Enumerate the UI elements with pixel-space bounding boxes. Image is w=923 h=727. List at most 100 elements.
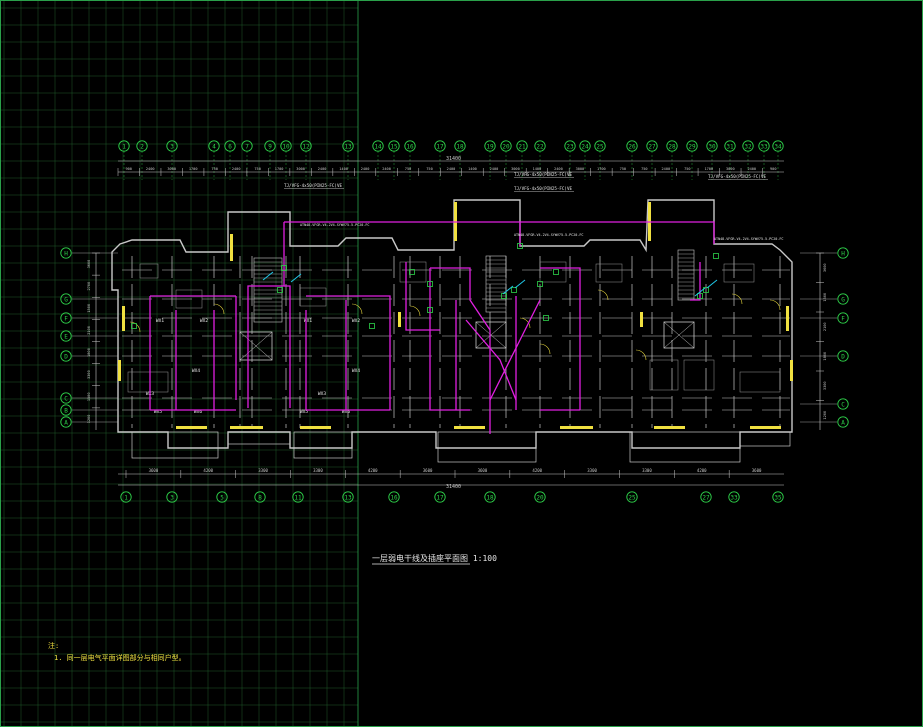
cable-label: TJ/VFG-4x50(PIN25-FC)VE xyxy=(284,183,342,188)
balcony xyxy=(293,431,353,459)
axis-label-left: F xyxy=(64,315,68,322)
dim-text-top: 2400 xyxy=(490,167,499,171)
axis-label-right: D xyxy=(841,353,845,360)
distribution-box xyxy=(502,285,514,295)
furniture xyxy=(127,371,169,393)
axis-bubble-bottom xyxy=(728,491,740,503)
cable-run xyxy=(465,319,517,401)
outlet-device xyxy=(281,265,287,271)
background-grid xyxy=(0,0,359,727)
window xyxy=(176,426,207,429)
trunk-label: ATN48-VFGR-V4-2V4-SYWV75-5-PC20-FC xyxy=(514,233,583,237)
elevator-cross xyxy=(663,321,695,349)
dim-text-right: 3300 xyxy=(823,381,827,390)
dim-text-top: 2400 xyxy=(232,167,241,171)
dim-text-right: 1500 xyxy=(823,293,827,302)
axis-label-bottom: 3 xyxy=(170,495,174,502)
axis-label-bottom: 27 xyxy=(702,495,710,502)
dim-text-left: 1500 xyxy=(87,304,91,313)
dim-text-left: 2100 xyxy=(87,326,91,335)
distribution-box xyxy=(290,273,302,283)
axis-bubble-bottom xyxy=(534,491,546,503)
dim-text-top: 750 xyxy=(641,167,648,171)
furniture xyxy=(299,287,327,307)
dim-text-top: 2400 xyxy=(361,167,370,171)
axis-label-bottom: 18 xyxy=(486,495,494,502)
balcony xyxy=(227,431,291,445)
outlet-device xyxy=(543,315,549,321)
dim-text-bottom: 3600 xyxy=(478,468,488,473)
elevator-shaft xyxy=(663,321,695,349)
window xyxy=(454,426,485,429)
axis-label-bottom: 11 xyxy=(294,495,302,502)
elevator-cross xyxy=(475,321,507,349)
axis-label-top: 17 xyxy=(436,144,444,151)
cable-label: TJ/VFG-4x50(PIN25-FC)VE xyxy=(514,172,572,177)
window xyxy=(118,360,121,381)
dim-text-left: 1500 xyxy=(87,392,91,401)
axis-label-top: 21 xyxy=(518,144,526,151)
axis-label-right: F xyxy=(841,315,845,322)
room-tag: WX6 xyxy=(342,409,350,415)
cable-run xyxy=(430,267,491,434)
axis-label-top: 28 xyxy=(668,144,676,151)
stair xyxy=(677,249,695,301)
room-tag: WX1 xyxy=(156,318,164,324)
dim-text-bottom: 4200 xyxy=(203,468,213,473)
dim-text-top: 2400 xyxy=(662,167,671,171)
axis-bubble-bottom xyxy=(254,491,266,503)
dim-text-right: 3600 xyxy=(823,263,827,272)
room-tag: WX2 xyxy=(200,318,208,324)
room-tag: WX6 xyxy=(194,409,202,415)
room-tag: WX1 xyxy=(304,318,312,324)
balcony xyxy=(131,431,219,459)
overall-dim-top: 31400 xyxy=(446,156,461,162)
axis-label-left: C xyxy=(64,395,68,402)
axis-label-right: C xyxy=(841,401,845,408)
axis-bubble-left xyxy=(60,312,72,324)
dim-text-top: 1700 xyxy=(189,167,198,171)
axis-bubble-bottom xyxy=(120,491,132,503)
dim-text-top: 1400 xyxy=(339,167,348,171)
outlet-device xyxy=(409,269,415,275)
axis-label-right: A xyxy=(841,419,845,426)
axis-label-left: B xyxy=(64,407,68,414)
door-swing xyxy=(635,349,647,361)
axis-bubble-bottom xyxy=(434,491,446,503)
dim-text-right: 1200 xyxy=(823,411,827,420)
furniture xyxy=(649,359,679,391)
axis-label-top: 20 xyxy=(502,144,510,151)
window xyxy=(398,312,401,327)
door-swing xyxy=(409,305,421,317)
dim-text-top: 750 xyxy=(211,167,218,171)
outlet-device xyxy=(427,281,433,287)
dim-text-top: 3000 xyxy=(167,167,176,171)
axis-label-top: 4 xyxy=(212,144,216,151)
axis-label-bottom: 13 xyxy=(344,495,352,502)
axis-bubble-left xyxy=(60,293,72,305)
axis-label-bottom: 25 xyxy=(628,495,636,502)
axis-label-left: E xyxy=(64,333,68,340)
dim-text-top: 1700 xyxy=(704,167,713,171)
axis-label-right: H xyxy=(841,250,845,257)
note-line-1: 1. 同一层电气平面详图部分与相同户型。 xyxy=(54,653,186,662)
axis-label-top: 6 xyxy=(228,144,232,151)
door-swing xyxy=(597,289,609,301)
window xyxy=(654,426,685,429)
distribution-box xyxy=(706,279,718,289)
axis-label-top: 1 xyxy=(122,144,126,151)
dim-text-bottom: 3600 xyxy=(752,468,762,473)
axis-label-top: 12 xyxy=(302,144,310,151)
cable-run xyxy=(305,295,391,410)
axis-label-bottom: 20 xyxy=(536,495,544,502)
cable-run xyxy=(429,268,470,411)
dim-text-top: 750 xyxy=(426,167,433,171)
axis-label-bottom: 35 xyxy=(774,495,782,502)
cable-labels: TJ/VFG-4x50(PIN25-FC)VE TJ/VFG-4x50(PIN25… xyxy=(284,172,783,241)
window xyxy=(300,426,331,429)
trunk-label: ATN48-VFGR-V4-2V4-SYWV75-5-PC20-FC xyxy=(300,223,369,227)
dim-text-left: 3600 xyxy=(87,260,91,269)
window xyxy=(640,312,643,327)
dim-text-top: 750 xyxy=(405,167,412,171)
outlet-device xyxy=(713,253,719,259)
